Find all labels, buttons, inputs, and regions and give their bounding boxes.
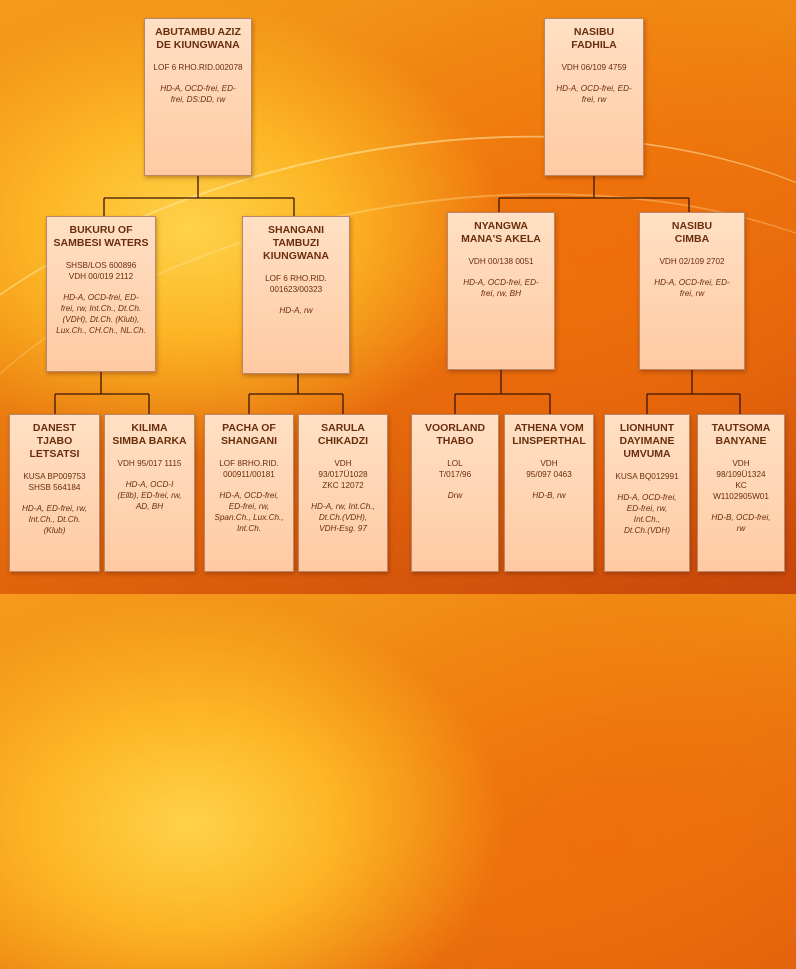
dog-registration: VDH 00/138 0051	[468, 257, 534, 266]
dog-health-titles: HD-B, rw	[532, 491, 566, 500]
dog-name: SHANGANI TAMBUZI KIUNGWANA	[263, 224, 329, 262]
dog-card-ggp-8[interactable]: TAUTSOMA BANYANE VDH 98/109Ü1324 KC W110…	[697, 414, 785, 572]
dog-name: SARULA CHIKADZI	[317, 422, 369, 447]
dog-health-titles: HD-A, rw	[279, 306, 313, 315]
dog-card-ggp-7[interactable]: LIONHUNT DAYIMANE UMVUMA KUSA BQ012991 H…	[604, 414, 690, 572]
dog-name: TAUTSOMA BANYANE	[711, 422, 771, 447]
dog-card-sire[interactable]: ABUTAMBU AZIZ DE KIUNGWANA LOF 6 RHO.RID…	[144, 18, 252, 176]
dog-registration: VDH 93/017Ü1028 ZKC 12072	[318, 459, 368, 490]
dog-card-ggp-2[interactable]: KILIMA SIMBA BARKA VDH 95/017 1115 HD-A,…	[104, 414, 195, 572]
dog-registration: KUSA BP009753 SHSB 564184	[23, 472, 86, 492]
dog-health-titles: HD-A, OCD-frei, ED-frei, rw, Int.Ch., Dt…	[617, 493, 677, 535]
dog-card-ggp-3[interactable]: PACHA OF SHANGANI LOF 8RHO.RID. 000911/0…	[204, 414, 294, 572]
dog-health-titles: HD-B, OCD-frei, rw	[711, 513, 771, 533]
dog-name: ATHENA VOM LINSPERTHAL	[512, 422, 586, 447]
dog-card-granddam-1[interactable]: SHANGANI TAMBUZI KIUNGWANA LOF 6 RHO.RID…	[242, 216, 350, 374]
dog-registration: LOF 6 RHO.RID.002078	[153, 63, 243, 72]
dog-name: LIONHUNT DAYIMANE UMVUMA	[619, 422, 675, 460]
dog-health-titles: HD-A, OCD-frei, ED- frei, rw	[556, 84, 632, 104]
dog-health-titles: HD-A, ED-frei, rw, Int.Ch., Dt.Ch. (Klub…	[21, 504, 88, 535]
dog-card-ggp-1[interactable]: DANEST TJABO LETSATSI KUSA BP009753 SHSB…	[9, 414, 100, 572]
dog-registration: LOL T/017/96	[438, 459, 472, 479]
dog-card-ggp-5[interactable]: VOORLAND THABO LOL T/017/96 Drw	[411, 414, 499, 572]
dog-health-titles: HD-A, OCD-frei, ED- frei, rw, BH	[463, 278, 539, 298]
dog-card-ggp-6[interactable]: ATHENA VOM LINSPERTHAL VDH 95/097 0463 H…	[504, 414, 594, 572]
dog-name: BUKURU OF SAMBESI WATERS	[53, 224, 149, 249]
dog-name: NASIBU FADHILA	[571, 26, 617, 51]
dog-health-titles: Drw	[447, 491, 463, 500]
dog-card-grandsire-1[interactable]: BUKURU OF SAMBESI WATERS SHSB/LOS 600896…	[46, 216, 156, 372]
dog-health-titles: HD-A, OCD-frei, ED- frei, rw	[654, 278, 730, 298]
dog-card-grandsire-2[interactable]: NYANGWA MANA'S AKELA VDH 00/138 0051 HD-…	[447, 212, 555, 370]
dog-card-dam[interactable]: NASIBU FADHILA VDH 06/109 4759 HD-A, OCD…	[544, 18, 644, 176]
dog-name: KILIMA SIMBA BARKA	[112, 422, 187, 447]
dog-registration: LOF 8RHO.RID. 000911/00181	[219, 459, 279, 479]
dog-registration: LOF 6 RHO.RID. 001623/00323	[265, 274, 327, 294]
dog-health-titles: HD-A, rw, Int.Ch., Dt.Ch.(VDH), VDH-Esg.…	[311, 502, 375, 533]
dog-health-titles: HD-A, OCD-frei, ED- frei, rw, Int.Ch., D…	[56, 293, 146, 335]
dog-registration: VDH 98/109Ü1324 KC W1102905W01	[713, 459, 769, 501]
dog-registration: KUSA BQ012991	[615, 472, 679, 481]
dog-name: VOORLAND THABO	[424, 422, 486, 447]
dog-name: NASIBU CIMBA	[671, 220, 713, 245]
dog-registration: VDH 95/017 1115	[117, 459, 182, 468]
dog-registration: VDH 02/109 2702	[659, 257, 725, 266]
dog-health-titles: HD-A, OCD-frei, ED-frei, rw, Span.Ch., L…	[214, 491, 284, 533]
pedigree-connectors	[54, 176, 741, 414]
dog-name: DANEST TJABO LETSATSI	[29, 422, 80, 460]
dog-card-ggp-4[interactable]: SARULA CHIKADZI VDH 93/017Ü1028 ZKC 1207…	[298, 414, 388, 572]
dog-name: NYANGWA MANA'S AKELA	[461, 220, 541, 245]
dog-registration: VDH 06/109 4759	[561, 63, 627, 72]
dog-name: ABUTAMBU AZIZ DE KIUNGWANA	[155, 26, 241, 51]
dog-health-titles: HD-A, OCD-frei, ED- frei, DS:DD, rw	[160, 84, 236, 104]
dog-registration: VDH 95/097 0463	[526, 459, 572, 479]
dog-registration: SHSB/LOS 600896 VDH 00/019 2112	[65, 261, 137, 281]
dog-health-titles: HD-A, OCD-I (Ellb), ED-frei, rw, AD, BH	[117, 480, 182, 511]
dog-card-granddam-2[interactable]: NASIBU CIMBA VDH 02/109 2702 HD-A, OCD-f…	[639, 212, 745, 370]
dog-name: PACHA OF SHANGANI	[220, 422, 277, 447]
